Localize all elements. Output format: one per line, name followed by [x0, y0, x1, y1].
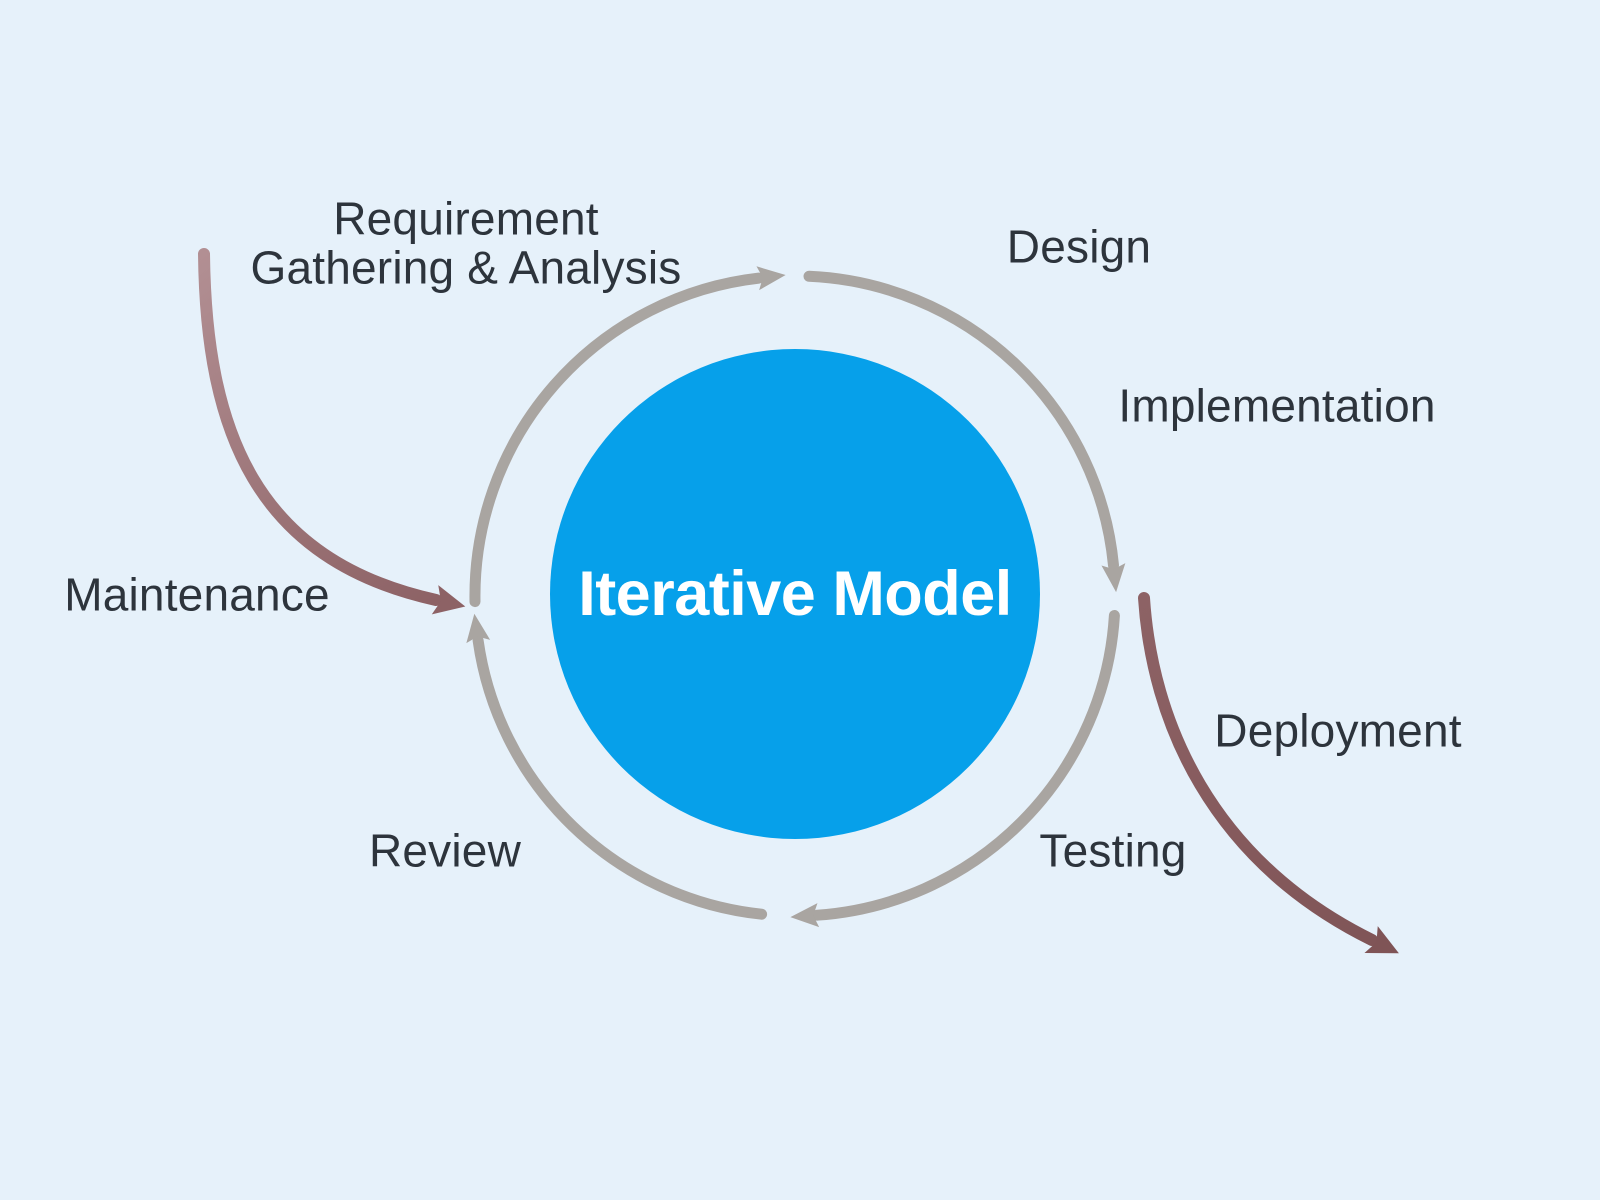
phase-label-review: Review	[368, 824, 522, 877]
exit-arrow	[1138, 592, 1399, 954]
phase-label-testing: Testing	[1039, 824, 1187, 877]
phase-label-implementation: Implementation	[1118, 379, 1436, 432]
cycle-arc-right-to-bottom-arrow	[790, 610, 1120, 928]
cycle-arc-top-to-right-arrow	[803, 270, 1126, 593]
diagram-title: Iterative Model	[578, 559, 1012, 629]
phase-label-deployment: Deployment	[1214, 704, 1462, 757]
phase-label-maintenance: Maintenance	[64, 568, 330, 621]
entry-arrow	[198, 248, 466, 615]
cycle-arc-bottom-to-left-arrow	[466, 613, 768, 920]
cycle-arc-left-to-top-arrow	[469, 266, 786, 608]
phase-label-design: Design	[1006, 220, 1152, 273]
phase-label-requirement-gathering-analysis: Requirement Gathering & Analysis	[250, 192, 682, 293]
center-circle	[550, 349, 1040, 839]
